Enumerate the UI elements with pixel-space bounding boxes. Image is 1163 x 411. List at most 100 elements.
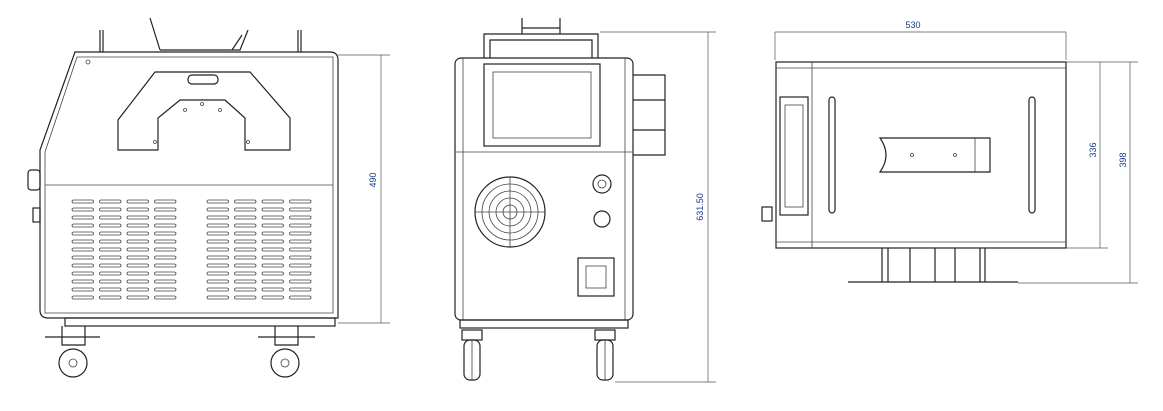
front-wheel-left bbox=[461, 329, 483, 381]
vent-slot bbox=[154, 247, 177, 252]
vent-slot bbox=[234, 255, 257, 260]
top-body-outline bbox=[775, 61, 1067, 249]
vent-slot bbox=[126, 207, 149, 212]
vent-slot bbox=[126, 239, 149, 244]
vent-slot bbox=[261, 295, 284, 300]
carry-handle-plate bbox=[117, 71, 291, 151]
vent-slot bbox=[206, 199, 229, 204]
vent-slot bbox=[71, 271, 94, 276]
vent-slot bbox=[154, 279, 177, 284]
vent-slot bbox=[234, 215, 257, 220]
vent-slot bbox=[206, 247, 229, 252]
vent-slot bbox=[154, 255, 177, 260]
vent-slot bbox=[126, 199, 149, 204]
vent-slot bbox=[154, 295, 177, 300]
front-view: 631.50 bbox=[454, 18, 716, 383]
knob-icon bbox=[761, 206, 773, 222]
handle-bracket bbox=[878, 137, 991, 173]
vent-slot bbox=[71, 207, 94, 212]
vent-slot bbox=[261, 263, 284, 268]
vent-slot bbox=[206, 295, 229, 300]
top-width-dimension: 530 bbox=[905, 20, 920, 30]
vent-slot bbox=[154, 199, 177, 204]
vent-slot bbox=[289, 279, 312, 284]
vent-slot bbox=[289, 287, 312, 292]
vent-slot bbox=[234, 223, 257, 228]
fan-grille-icon bbox=[474, 176, 546, 248]
vent-slot bbox=[99, 263, 122, 268]
vent-slot bbox=[126, 255, 149, 260]
vent-slot bbox=[289, 255, 312, 260]
vent-slot bbox=[99, 271, 122, 276]
vent-slot bbox=[126, 223, 149, 228]
vent-slot bbox=[71, 215, 94, 220]
wheel-right bbox=[258, 326, 315, 378]
vent-slot bbox=[126, 231, 149, 236]
vent-slot bbox=[289, 263, 312, 268]
vent-slot bbox=[261, 247, 284, 252]
vent-slot bbox=[154, 231, 177, 236]
vent-slot bbox=[71, 231, 94, 236]
vent-slot bbox=[126, 215, 149, 220]
vent-slot bbox=[289, 231, 312, 236]
vent-slot bbox=[71, 239, 94, 244]
vent-slot bbox=[126, 247, 149, 252]
vent-slot bbox=[154, 271, 177, 276]
vent-slot bbox=[126, 271, 149, 276]
vent-slot bbox=[71, 263, 94, 268]
vent-slot bbox=[261, 207, 284, 212]
vent-slot bbox=[261, 223, 284, 228]
vent-slot bbox=[154, 239, 177, 244]
front-wheel-right bbox=[594, 329, 616, 381]
vent-slot bbox=[206, 231, 229, 236]
vent-slot bbox=[261, 231, 284, 236]
vent-slot bbox=[234, 279, 257, 284]
vent-slot bbox=[206, 239, 229, 244]
vent-slot bbox=[261, 287, 284, 292]
side-view: 490 bbox=[27, 17, 390, 378]
vent-slot bbox=[206, 287, 229, 292]
slot-right bbox=[1028, 96, 1036, 214]
vent-slot bbox=[289, 247, 312, 252]
vent-slot bbox=[99, 279, 122, 284]
top-view: 530 336 398 bbox=[761, 20, 1138, 284]
vent-slot bbox=[234, 263, 257, 268]
side-panel bbox=[779, 96, 809, 216]
vent-slot bbox=[234, 207, 257, 212]
vent-slot bbox=[261, 271, 284, 276]
vent-slot bbox=[154, 215, 177, 220]
vent-slot bbox=[289, 271, 312, 276]
vent-slot bbox=[126, 295, 149, 300]
vent-slot bbox=[261, 215, 284, 220]
vent-slot bbox=[206, 215, 229, 220]
vent-slot bbox=[126, 263, 149, 268]
vent-slot bbox=[154, 223, 177, 228]
vent-slot bbox=[126, 287, 149, 292]
vent-slot bbox=[234, 239, 257, 244]
vent-slot bbox=[99, 255, 122, 260]
top-depth-dimension: 336 bbox=[1088, 142, 1098, 157]
vent-slot bbox=[99, 215, 122, 220]
power-knob-icon bbox=[592, 174, 612, 194]
vent-slot bbox=[99, 295, 122, 300]
vent-slot bbox=[261, 239, 284, 244]
vent-slot bbox=[234, 231, 257, 236]
vent-slot bbox=[126, 279, 149, 284]
vent-slot bbox=[71, 279, 94, 284]
vent-slot bbox=[206, 223, 229, 228]
vent-slot bbox=[289, 295, 312, 300]
vent-slot bbox=[289, 207, 312, 212]
vent-slot bbox=[261, 199, 284, 204]
front-height-dimension: 631.50 bbox=[695, 193, 705, 221]
vent-slot bbox=[206, 279, 229, 284]
vent-slot bbox=[234, 199, 257, 204]
connector-icon bbox=[32, 207, 41, 223]
socket-icon bbox=[577, 257, 615, 297]
vent-slot bbox=[206, 263, 229, 268]
knob-icon bbox=[27, 169, 41, 191]
vent-slot bbox=[261, 279, 284, 284]
vent-slot bbox=[289, 223, 312, 228]
vent-slot bbox=[71, 247, 94, 252]
side-vents bbox=[71, 199, 312, 300]
